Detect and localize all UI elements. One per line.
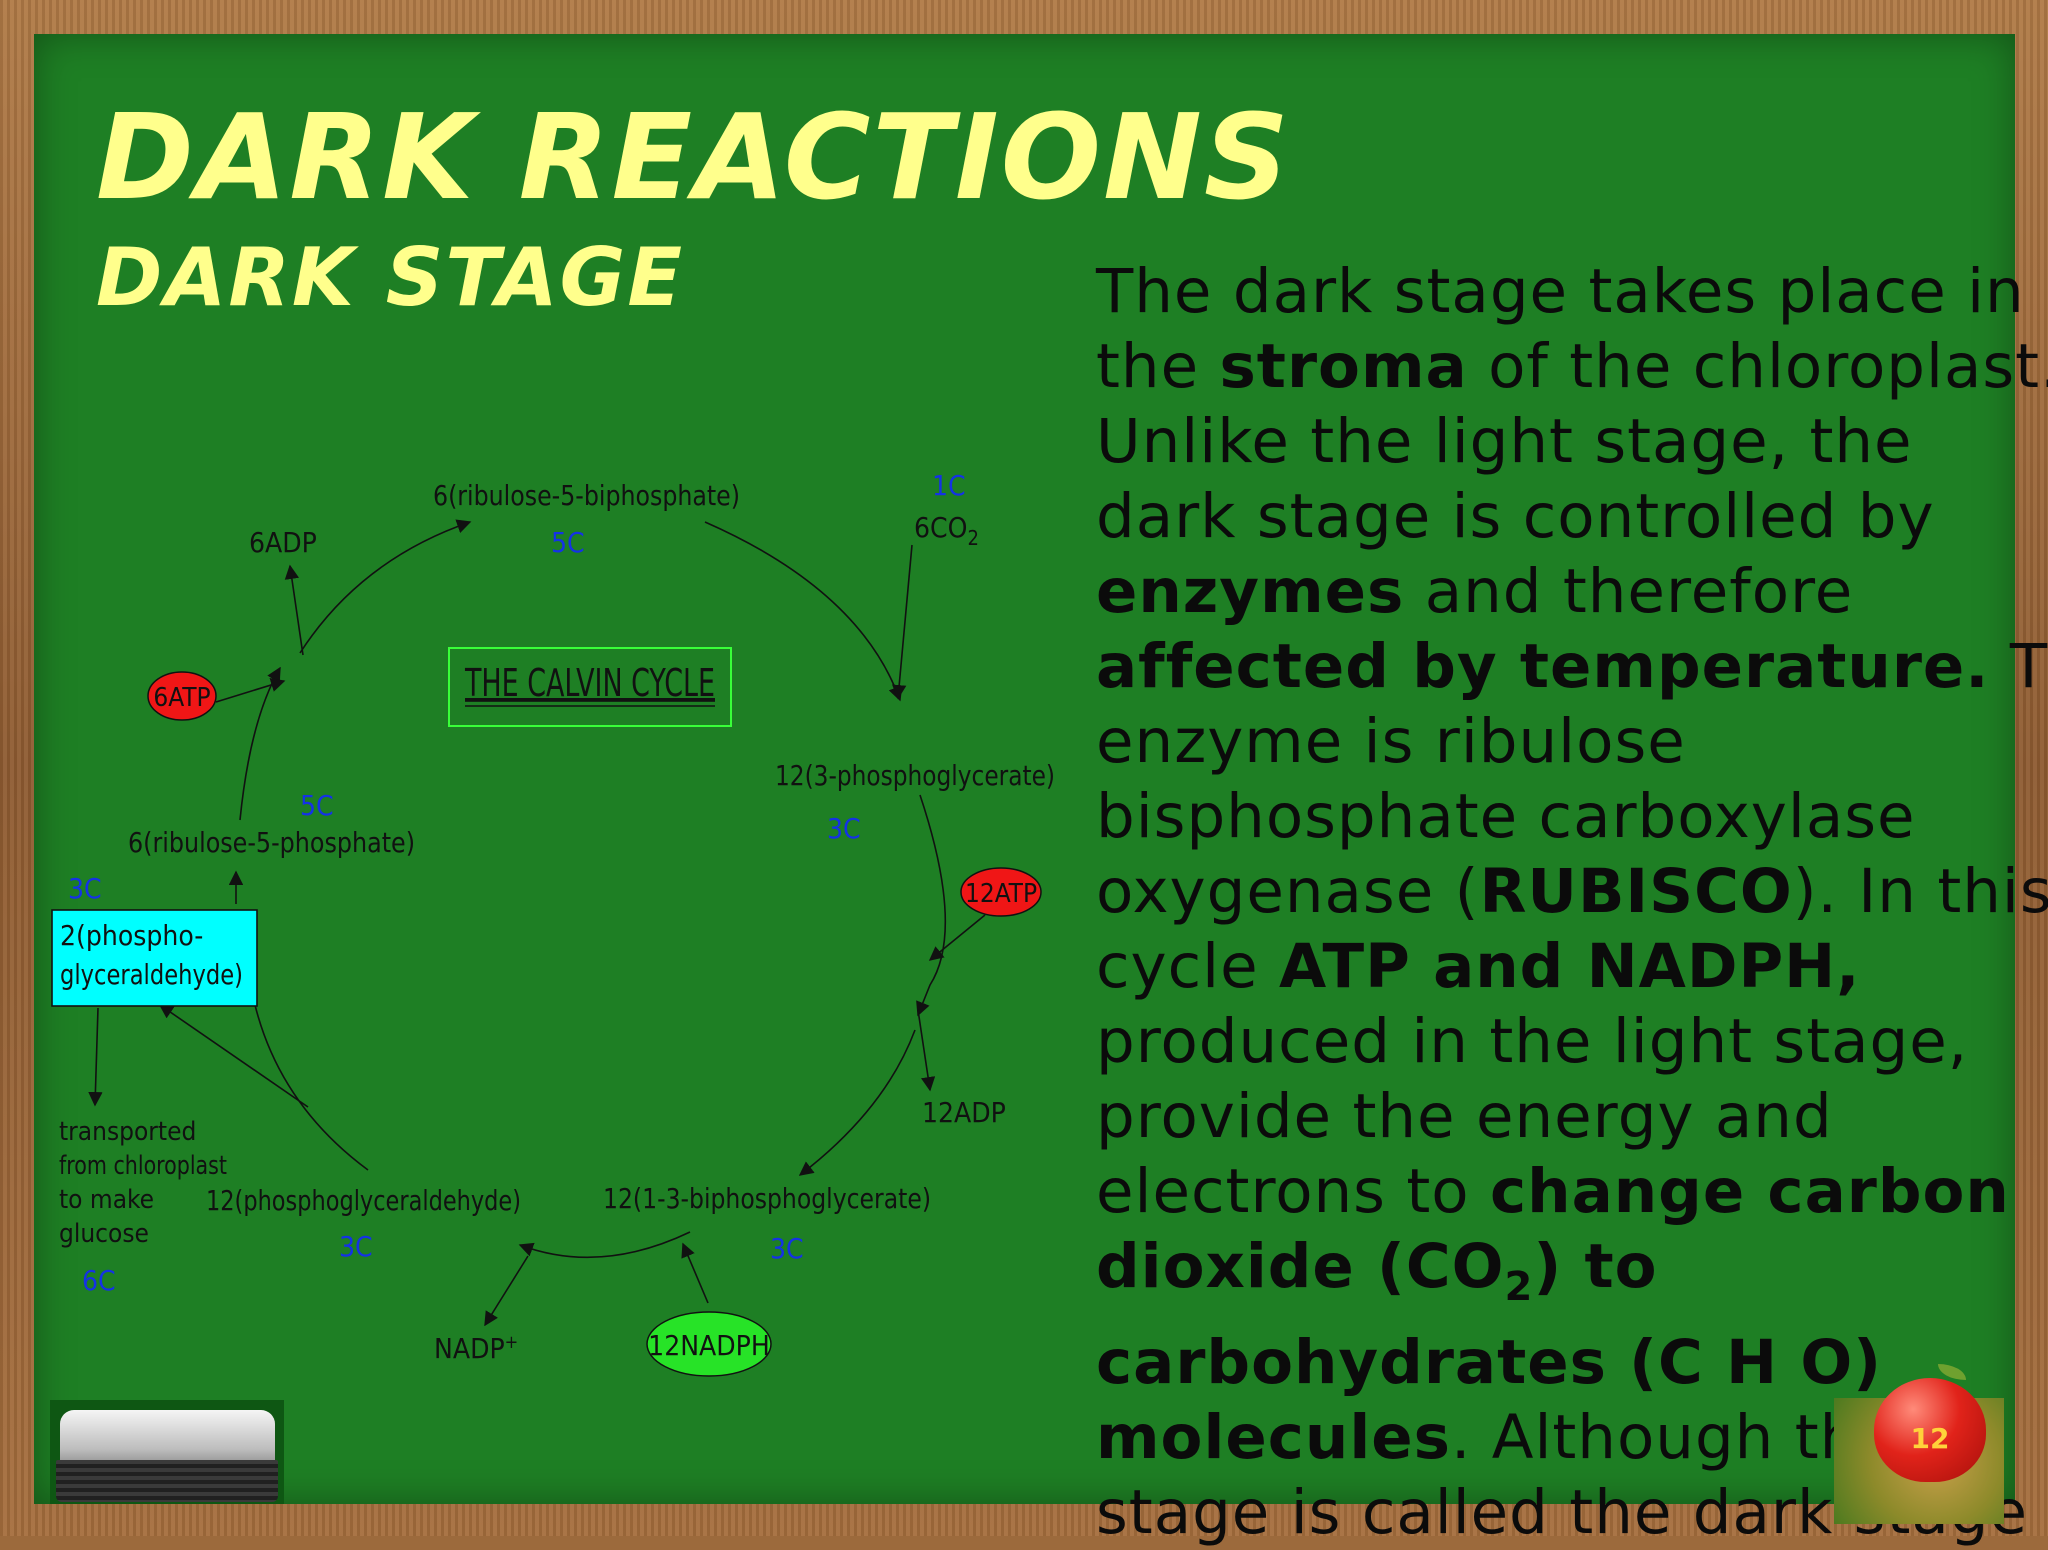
label-box-line1: 2(phospho- <box>60 919 203 952</box>
label-box-carbons: 3C <box>68 872 102 905</box>
body-line: produced in the light stage, <box>1096 1006 1969 1077</box>
label-nadp: NADP+ <box>434 1332 518 1365</box>
label-biphosphoglycerate-carbons: 3C <box>770 1232 804 1265</box>
label-biphosphoglycerate: 12(1-3-biphosphoglycerate) <box>603 1182 931 1215</box>
arrow-co2-in <box>892 544 913 700</box>
label-nadph: 12NADPH <box>648 1329 770 1362</box>
label-box-line2: glyceraldehyde) <box>60 958 243 991</box>
atp-right-oval <box>960 867 1042 917</box>
body-line: The dark stage takes place in <box>1096 256 2025 327</box>
body-line: enzyme is ribulose <box>1096 706 1686 777</box>
arrow-nadph-in <box>681 1242 709 1304</box>
body-line: enzymes and therefore <box>1096 556 1854 627</box>
label-phosphoglycerate: 12(3-phosphoglycerate) <box>775 759 1055 792</box>
arrow-atp-right-in <box>928 914 986 961</box>
arrow-to-box <box>158 1004 309 1108</box>
label-adp-top: 6ADP <box>249 526 317 559</box>
nadph-oval <box>646 1311 772 1377</box>
slide-title: DARK REACTIONS <box>96 88 1291 226</box>
cycle-arc-lower-left <box>254 1004 369 1171</box>
atp-left-oval <box>147 671 217 721</box>
arrow-nadp-out <box>484 1255 529 1327</box>
label-adp-right: 12ADP <box>922 1096 1006 1129</box>
label-phosphoglycerate-carbons: 3C <box>827 812 861 845</box>
label-transported: transported <box>59 1117 196 1147</box>
label-ribulose-phosphate: 6(ribulose-5-phosphate) <box>128 826 415 859</box>
body-line: Unlike the light stage, the <box>1096 406 1913 477</box>
cycle-arc-top-right <box>704 521 903 702</box>
label-ribulose-biphosphate: 6(ribulose-5-biphosphate) <box>433 479 740 512</box>
label-co2-carbons: 1C <box>932 469 966 502</box>
arrow-adp-right-out <box>917 1009 936 1092</box>
label-ribulose-phosphate-carbons: 5C <box>300 789 334 822</box>
body-line: electrons to change carbon <box>1096 1156 2010 1227</box>
label-phosphoglyceraldehyde-carbons: 3C <box>339 1230 373 1263</box>
label-phosphoglyceraldehyde: 12(phosphoglyceraldehyde) <box>206 1184 521 1217</box>
page-number: 12 <box>1910 1422 1950 1455</box>
label-to-make: to make <box>59 1185 154 1215</box>
label-co2: 6CO2 <box>914 511 979 550</box>
body-line: affected by temperature. The <box>1096 631 2048 702</box>
arrow-adp-top-out <box>284 564 304 656</box>
arrow-atp-left-in <box>215 677 286 703</box>
label-glucose-carbons: 6C <box>82 1264 116 1297</box>
apple-page-badge: 12 <box>1834 1364 2004 1528</box>
label-from-chloroplast: from chloroplast <box>59 1151 227 1181</box>
label-atp-left: 6ATP <box>153 683 210 713</box>
label-atp-right: 12ATP <box>965 879 1037 909</box>
calvin-cycle-title: THE CALVIN CYCLE <box>464 661 715 705</box>
cycle-arc-lower-right <box>798 1029 916 1176</box>
apple-icon <box>1874 1378 1986 1482</box>
body-line: dark stage is controlled by <box>1096 481 1935 552</box>
body-line: bisphosphate carboxylase <box>1096 781 1916 852</box>
body-line: molecules. Although this <box>1096 1402 1911 1474</box>
body-line: carbohydrates (C H O) <box>1096 1327 1883 1399</box>
body-line: oxygenase (RUBISCO). In this <box>1096 856 2048 927</box>
label-ribulose-biphosphate-carbons: 5C <box>551 526 585 559</box>
body-line: the stroma of the chloroplast. <box>1096 331 2048 402</box>
cycle-arc-bottom <box>518 1231 691 1259</box>
cycle-arc-left <box>239 666 281 821</box>
cycle-arc-right <box>916 794 947 1017</box>
body-line: dioxide (CO2) to <box>1096 1231 1658 1311</box>
slide-subtitle: DARK STAGE <box>96 231 684 324</box>
cycle-arc-top-left <box>299 519 472 654</box>
chalkboard-eraser <box>50 1400 284 1504</box>
calvin-cycle-title-box <box>448 647 732 727</box>
arrow-box-out <box>88 1007 103 1107</box>
phosphoglyceraldehyde-box <box>51 909 258 1007</box>
chalkboard <box>34 34 2015 1504</box>
body-line: cycle ATP and NADPH, <box>1096 931 1861 1002</box>
body-line: provide the energy and <box>1096 1081 1833 1152</box>
label-glucose: glucose <box>59 1219 149 1249</box>
